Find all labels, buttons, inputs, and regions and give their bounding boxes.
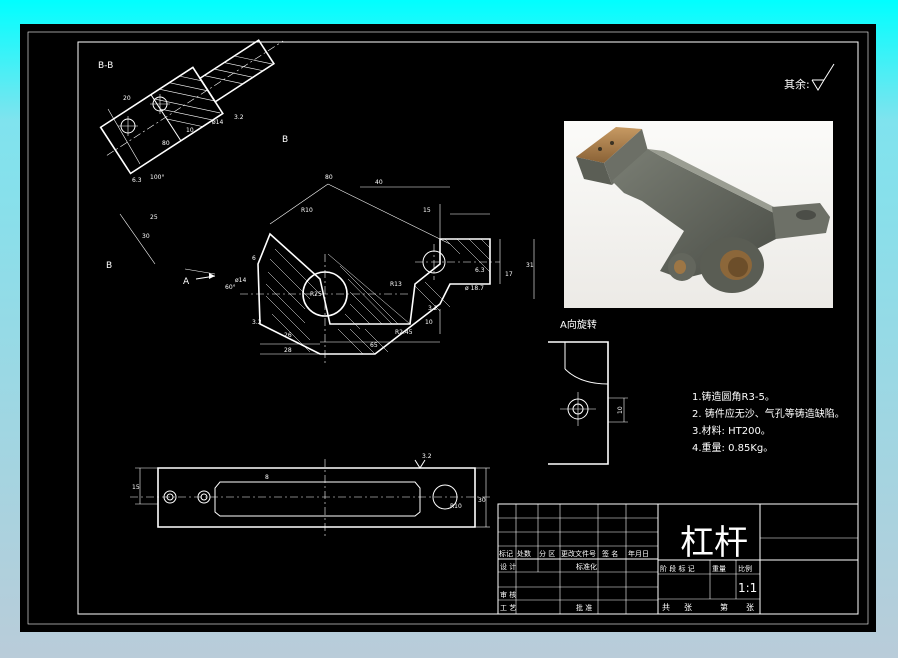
svg-text:批 准: 批 准 [576,603,592,612]
svg-text:签 名: 签 名 [602,549,618,558]
svg-text:处数: 处数 [517,549,531,558]
svg-text:R10: R10 [301,207,313,214]
svg-text:80: 80 [325,174,333,181]
svg-text:40: 40 [375,179,383,186]
svg-text:15: 15 [132,484,140,491]
svg-text:20: 20 [123,95,131,102]
lever-3d-render [564,121,833,308]
svg-text:15: 15 [423,207,431,214]
svg-text:ø14: ø14 [235,277,246,284]
svg-text:ø14: ø14 [212,119,223,126]
svg-text:工 艺: 工 艺 [500,604,516,612]
svg-text:3.2: 3.2 [234,114,244,121]
svg-text:标准化: 标准化 [576,562,597,571]
bottom-view: 15 8 30 R10 3.2 [130,453,490,536]
svg-text:6: 6 [252,255,256,262]
svg-text:3.2: 3.2 [422,453,432,460]
svg-text:6.3: 6.3 [132,177,142,184]
title-block: 杠杆 标记 处数 分 区 更改文件号 签 名 年月日 设 计 标准化 审 核 工… [497,503,859,615]
svg-text:标记: 标记 [499,549,513,558]
svg-text:8: 8 [265,474,269,481]
svg-text:ø 18.7: ø 18.7 [465,285,484,292]
main-view: 80 40 15 R10 6 ø14 60° R13 R2.45 26 28 6… [106,135,535,364]
svg-text:10: 10 [425,319,433,326]
note-1: 1.铸造圆角R3-5。 [692,390,775,403]
svg-text:31: 31 [526,262,534,269]
svg-text:80: 80 [162,140,170,147]
svg-text:10: 10 [617,406,624,414]
svg-text:比例: 比例 [738,564,752,573]
technical-notes: 1.铸造圆角R3-5。 2. 铸件应无沙、气孔等铸造缺陷。 3.材料: HT20… [692,390,845,454]
lever-3d-model-image [576,127,830,293]
section-arrow-b-top: B [282,135,288,145]
svg-text:60°: 60° [225,284,236,291]
svg-text:3.2: 3.2 [428,305,438,312]
roughness-note: 其余: [784,63,835,91]
svg-text:设 计: 设 计 [500,562,516,571]
svg-text:26: 26 [284,332,292,339]
svg-text:3.2: 3.2 [252,319,262,326]
note-2: 2. 铸件应无沙、气孔等铸造缺陷。 [692,407,845,420]
technical-drawing: B-B 20 80 10 ø14 3.2 6.3 100° [27,31,869,625]
svg-text:28: 28 [284,347,292,354]
svg-text:6.3: 6.3 [475,267,485,274]
view-arrow-a: A [183,277,190,287]
section-label: B-B [98,61,113,71]
svg-text:更改文件号: 更改文件号 [561,549,596,558]
svg-text:张: 张 [684,603,692,612]
section-arrow-b-bottom: B [106,261,112,271]
part-name: 杠杆 [680,523,748,563]
svg-text:第: 第 [720,602,728,612]
svg-text:审 核: 审 核 [500,590,516,599]
svg-text:其余:: 其余: [784,77,810,91]
svg-text:100°: 100° [150,174,164,181]
drawing-sheet: B-B 20 80 10 ø14 3.2 6.3 100° [20,24,876,632]
svg-text:R2.45: R2.45 [395,329,413,336]
section-view-bb: B-B 20 80 10 ø14 3.2 6.3 100° [98,39,284,265]
svg-text:共: 共 [662,603,670,612]
svg-text:1:1: 1:1 [738,581,757,595]
svg-text:R10: R10 [450,503,462,510]
svg-text:重量: 重量 [712,565,726,573]
svg-text:65: 65 [370,342,378,349]
svg-text:10: 10 [186,127,194,134]
view-a-label: A向旋转 [560,318,597,331]
svg-text:30: 30 [142,233,150,240]
inner-frame [77,41,859,615]
svg-text:张: 张 [746,603,754,612]
svg-text:R13: R13 [390,281,402,288]
svg-text:分 区: 分 区 [539,549,555,558]
svg-text:25: 25 [150,214,158,221]
svg-text:阶 段 标 记: 阶 段 标 记 [660,564,695,573]
note-3: 3.材料: HT200。 [692,424,771,437]
view-a-rotated: A向旋转 10 [548,318,628,465]
svg-text:R25: R25 [310,291,322,298]
svg-text:年月日: 年月日 [628,549,649,558]
svg-text:30: 30 [478,497,486,504]
svg-text:17: 17 [505,271,513,278]
note-4: 4.重量: 0.85Kg。 [692,441,773,454]
outer-border [27,31,869,625]
